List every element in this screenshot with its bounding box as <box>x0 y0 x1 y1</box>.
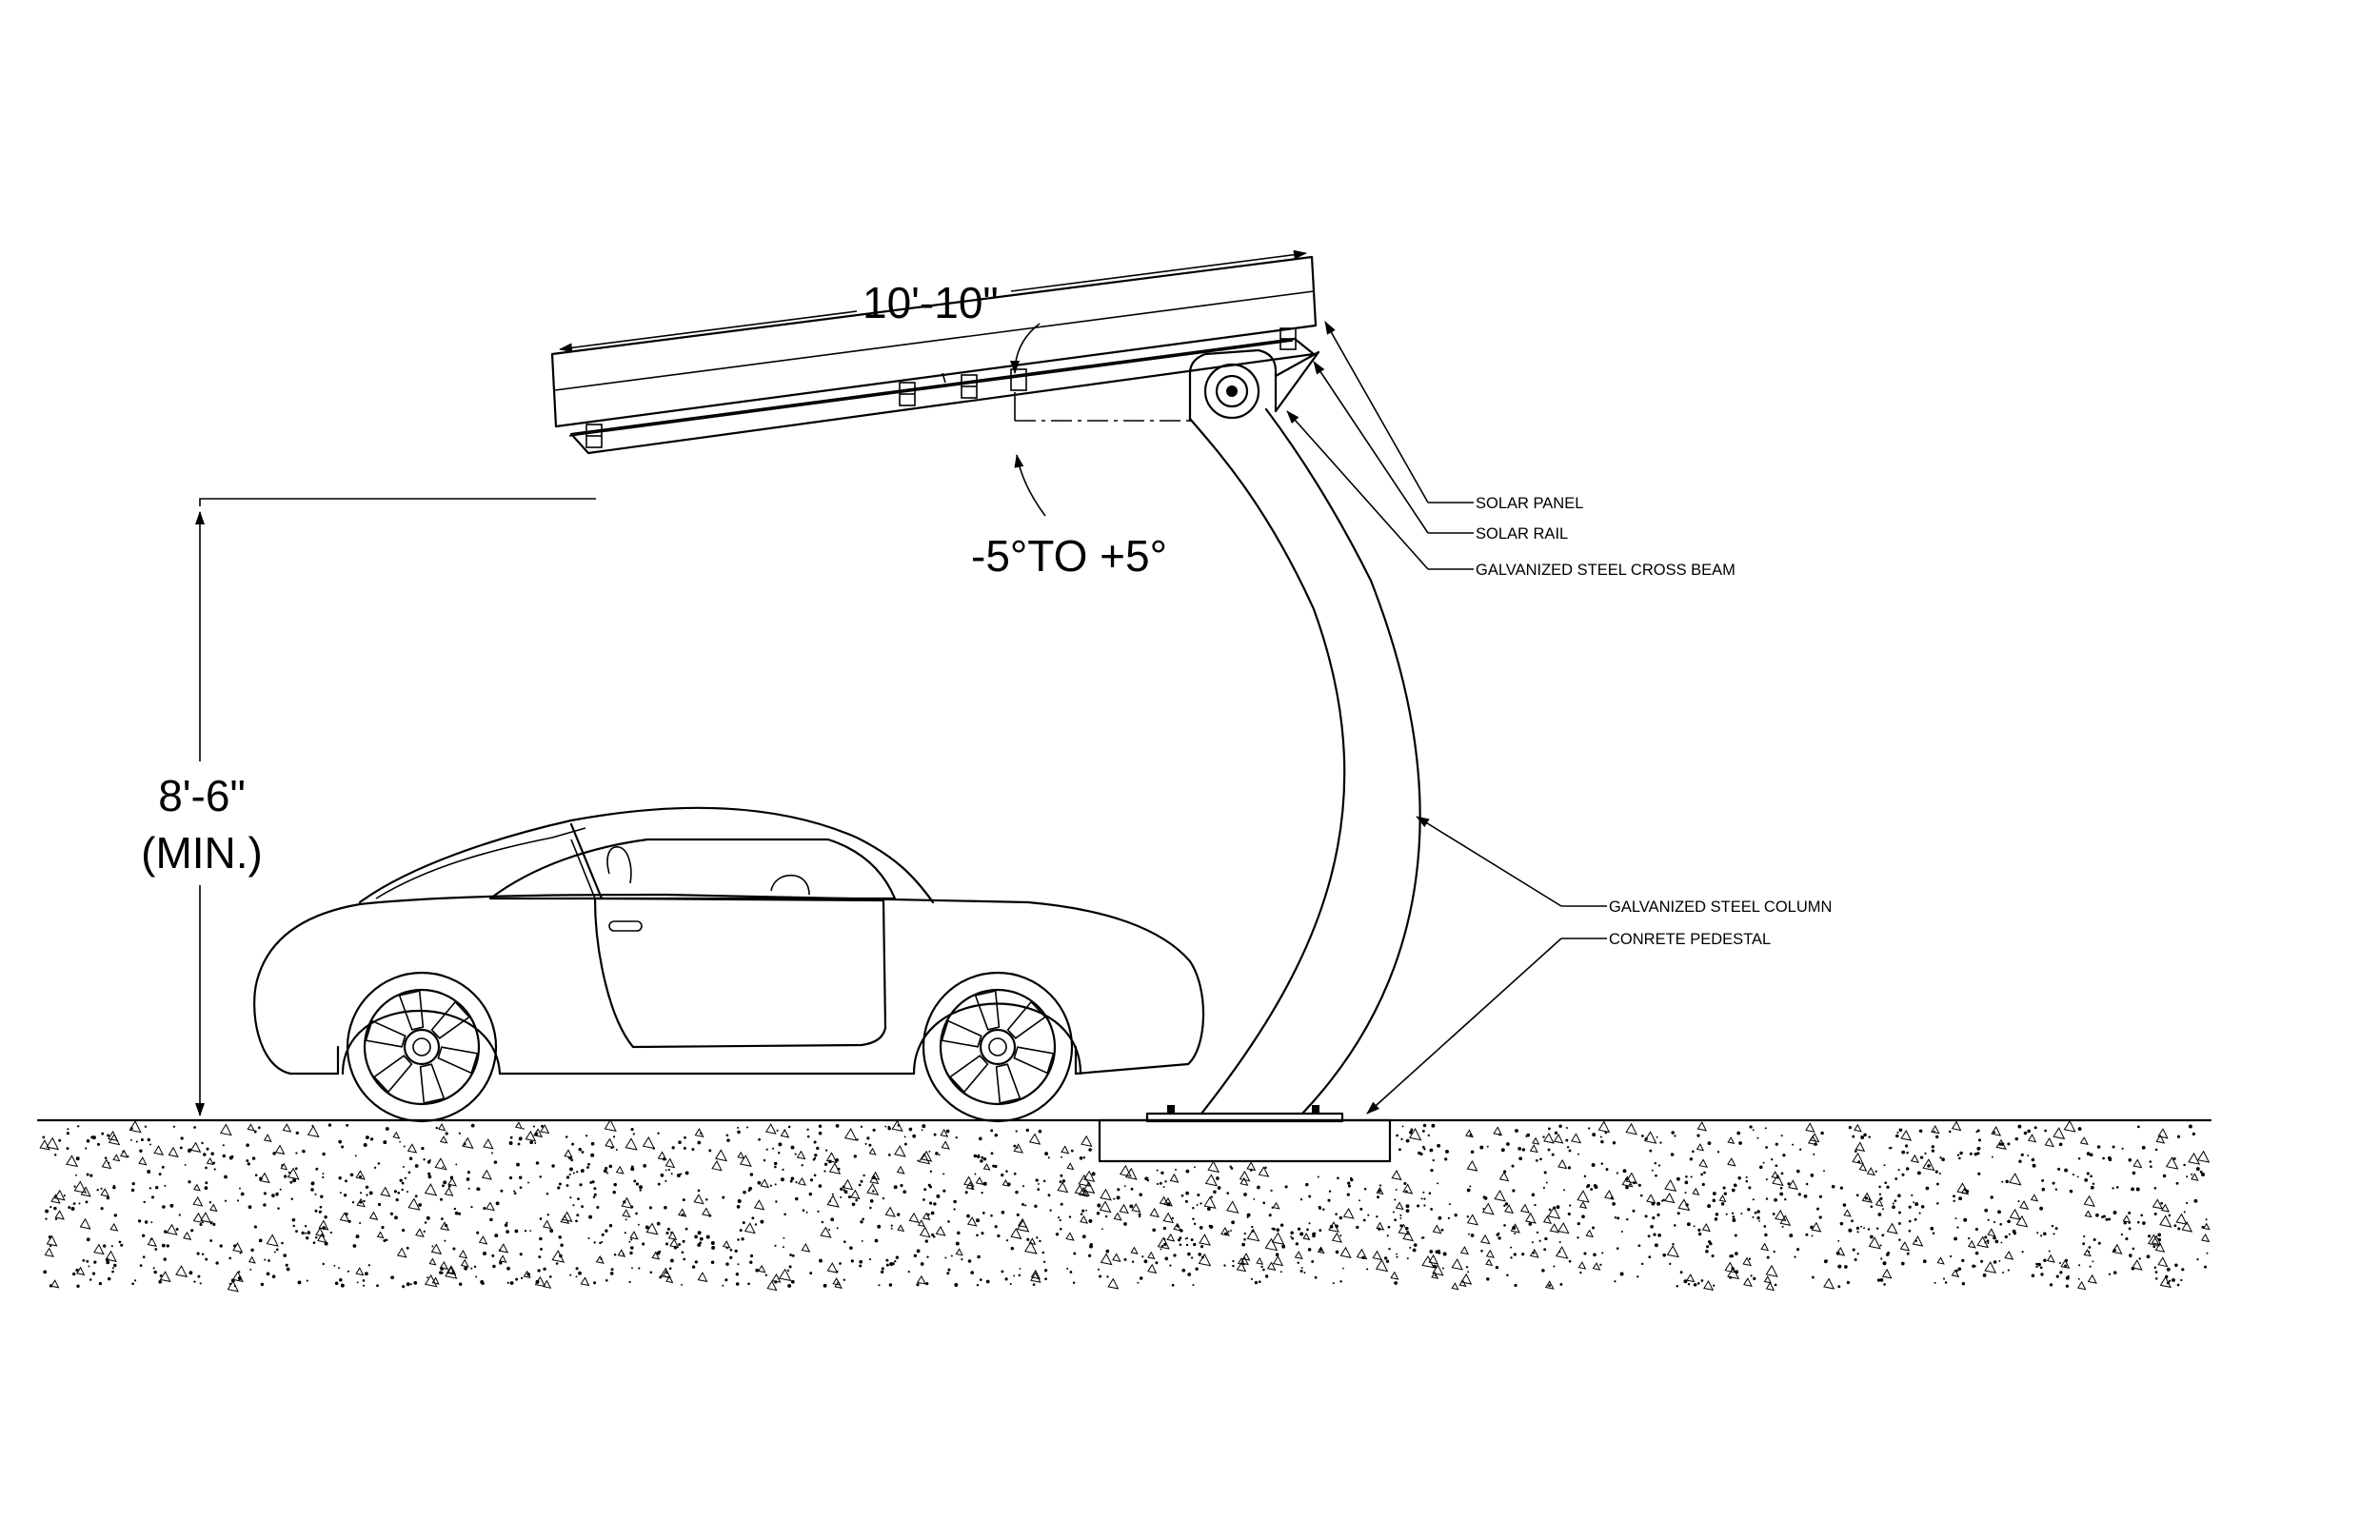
cross-beam-hub <box>1188 348 1320 423</box>
car-wheels <box>346 971 1074 1123</box>
solar-rail-label: SOLAR RAIL <box>1476 525 1568 543</box>
tilt-angle-indicator: -5°TO +5° <box>971 323 1190 581</box>
car-door <box>593 897 887 1049</box>
clearance-value: 8'-6" <box>158 771 246 820</box>
tilt-range-label: -5°TO +5° <box>971 531 1167 581</box>
car-body <box>253 893 1205 1076</box>
wheel <box>346 971 498 1123</box>
pedestal-block <box>1098 1118 1392 1163</box>
pedestal-label: CONRETE PEDESTAL <box>1609 931 1771 948</box>
car-roof <box>358 806 935 904</box>
pivot-pin <box>1226 385 1238 397</box>
rail-clip <box>961 374 978 399</box>
steel-column-label: GALVANIZED STEEL COLUMN <box>1609 898 1832 916</box>
clearance-note: (MIN.) <box>141 828 263 878</box>
concrete-pedestal <box>1098 1105 1392 1163</box>
ground <box>36 1118 2212 1293</box>
anchor-bolt <box>1167 1105 1175 1115</box>
car <box>253 806 1205 1076</box>
rail-clip <box>1279 327 1297 350</box>
car-window <box>488 838 897 900</box>
anchor-bolt <box>1312 1105 1319 1115</box>
galvanized-steel-column <box>1188 407 1421 1116</box>
leader-lines <box>1286 321 1607 1115</box>
solar-panel-assembly <box>550 255 1318 455</box>
panel-length-label: 10'-10" <box>863 278 999 327</box>
rail-clip <box>1010 368 1027 391</box>
panel-length-dimension: 10'-10" <box>559 249 1307 353</box>
solar-panel-label: SOLAR PANEL <box>1476 495 1583 512</box>
wheel <box>922 971 1074 1123</box>
pivot-inner <box>1215 374 1249 408</box>
rail-clip <box>585 424 603 448</box>
rail-clip <box>899 382 916 406</box>
base-plate <box>1145 1112 1344 1123</box>
clearance-dimension: 8'-6" (MIN.) <box>141 498 596 1116</box>
solar-panel <box>550 255 1318 428</box>
gravel-hatch <box>39 1118 2211 1293</box>
cross-beam-label: GALVANIZED STEEL CROSS BEAM <box>1476 562 1735 579</box>
